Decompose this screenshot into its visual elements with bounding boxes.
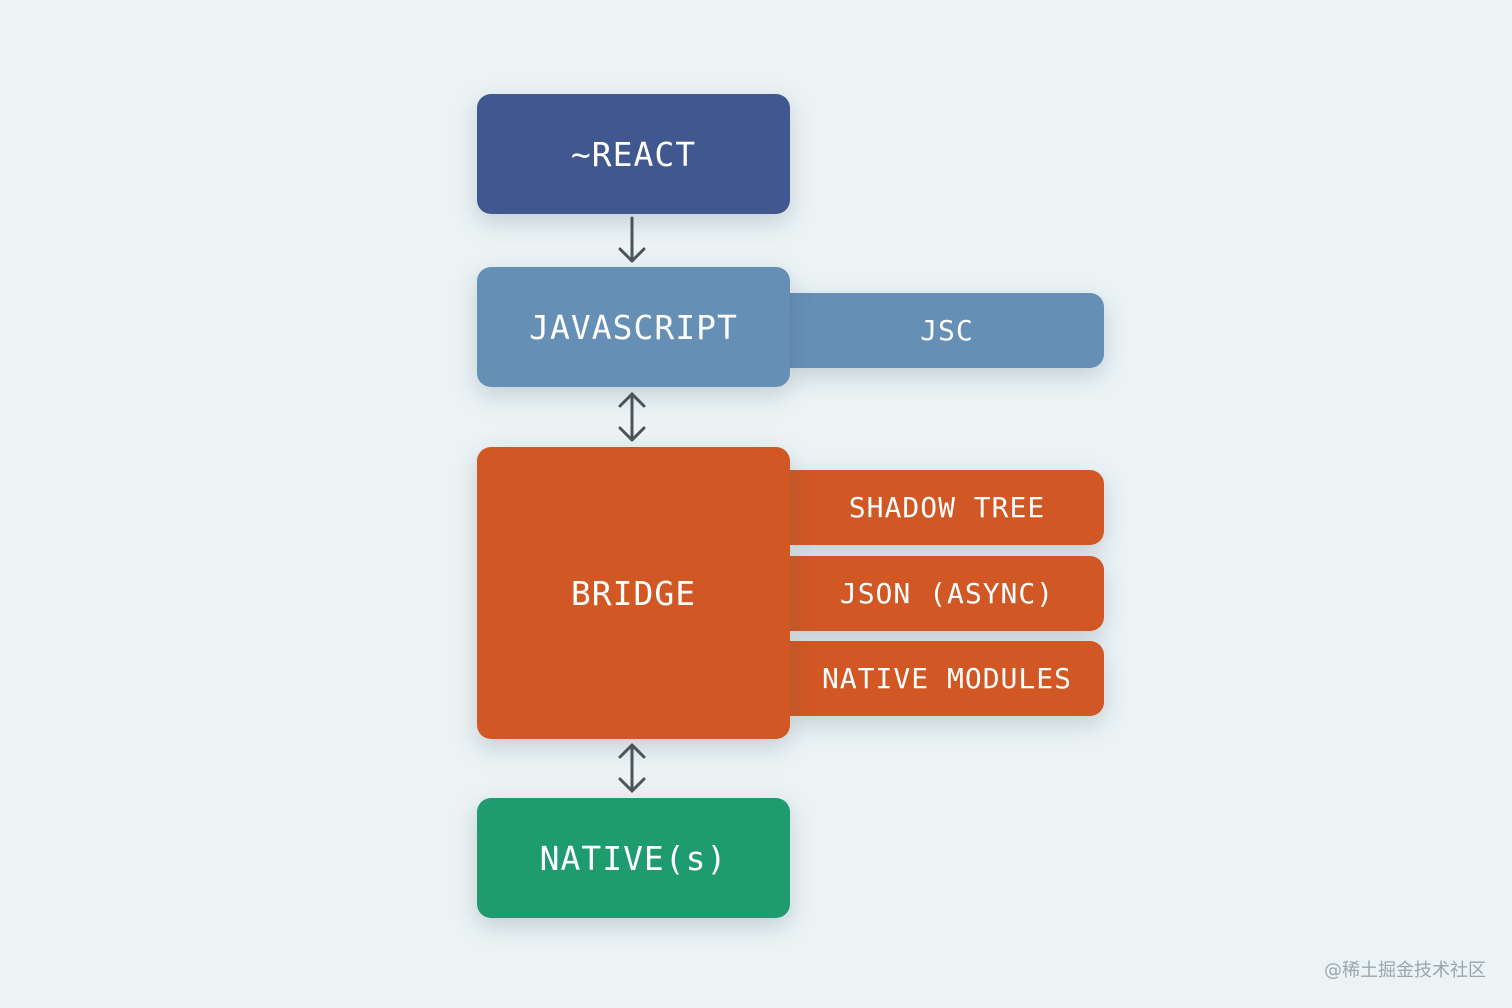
react-label: ~REACT [570, 134, 697, 174]
native-modules-label: NATIVE MODULES [821, 662, 1072, 695]
native-label: NATIVE(s) [539, 838, 728, 878]
bridge-label: BRIDGE [570, 573, 697, 613]
arrow-javascript-bridge [618, 392, 646, 442]
bridge-node: BRIDGE [477, 447, 790, 739]
arrow-bridge-native [618, 743, 646, 793]
shadow-tree-node: SHADOW TREE [790, 470, 1104, 545]
json-async-label: JSON (ASYNC) [839, 577, 1055, 610]
json-async-node: JSON (ASYNC) [790, 556, 1104, 631]
watermark: @稀土掘金技术社区 [1324, 960, 1486, 981]
react-node: ~REACT [477, 94, 790, 214]
jsc-label: JSC [920, 314, 974, 347]
shadow-tree-label: SHADOW TREE [848, 491, 1046, 524]
arrow-react-to-javascript [618, 216, 646, 263]
javascript-label: JAVASCRIPT [529, 307, 738, 347]
native-node: NATIVE(s) [477, 798, 790, 918]
native-modules-node: NATIVE MODULES [790, 641, 1104, 716]
jsc-node: JSC [790, 293, 1104, 368]
javascript-node: JAVASCRIPT [477, 267, 790, 387]
